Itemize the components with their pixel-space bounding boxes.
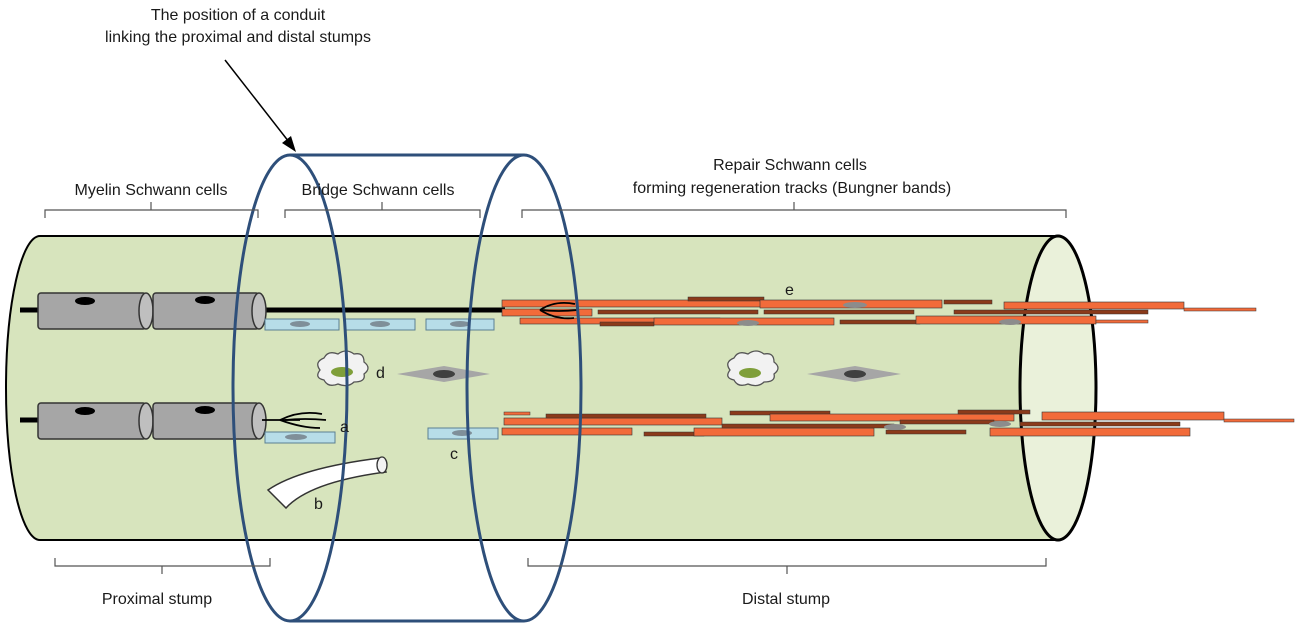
marker-e: e: [785, 282, 794, 299]
myelin-schwann-cells: [37, 292, 267, 440]
myelin-cell: [152, 292, 267, 330]
marker-c: c: [450, 446, 458, 463]
macrophage: [317, 350, 369, 387]
bridge-cell: [344, 318, 416, 331]
conduit-label-line1: The position of a conduit: [151, 7, 326, 24]
nerve-cylinder-body: [5, 235, 1059, 541]
nerve-distal-end-face: [1018, 234, 1098, 542]
fibroblast: [807, 366, 901, 382]
bracket-myelin: [44, 202, 259, 218]
bridge-cell-c: [427, 427, 499, 440]
bungner-bands-upper: [501, 296, 1257, 327]
marker-a: a: [340, 419, 349, 436]
bracket-repair: [521, 202, 1067, 218]
growth-cone-lower: [262, 411, 327, 429]
bridge-schwann-cells: [264, 318, 499, 444]
myelin-cell: [37, 402, 154, 440]
conduit-label-line2: linking the proximal and distal stumps: [105, 29, 371, 46]
distal-stump-label: Distal stump: [742, 591, 830, 608]
macrophage: [727, 350, 779, 387]
bracket-proximal: [54, 558, 271, 574]
repair-schwann-label-line2: forming regeneration tracks (Bungner ban…: [633, 180, 951, 197]
conduit: [231, 153, 583, 623]
conduit-pointer-arrow: [224, 59, 296, 152]
bridge-cell: [425, 318, 495, 331]
myelin-cell: [37, 292, 154, 330]
growth-cone-upper: [539, 301, 579, 320]
marker-d: d: [376, 365, 385, 382]
brackets: [44, 202, 1067, 574]
proximal-stump-label: Proximal stump: [102, 591, 212, 608]
bridge-cell: [264, 318, 340, 331]
bungner-bands-lower: [501, 409, 1295, 437]
myelin-cell: [152, 402, 267, 440]
misdirected-axon: [266, 456, 388, 510]
myelin-schwann-label: Myelin Schwann cells: [75, 182, 228, 199]
nerve-cylinder: [5, 234, 1098, 542]
marker-b: b: [314, 496, 323, 513]
bridge-schwann-label: Bridge Schwann cells: [302, 182, 455, 199]
repair-schwann-label-line1: Repair Schwann cells: [713, 157, 867, 174]
bracket-distal: [527, 558, 1047, 574]
bracket-bridge: [284, 202, 481, 218]
bridge-cell-a: [264, 431, 336, 444]
